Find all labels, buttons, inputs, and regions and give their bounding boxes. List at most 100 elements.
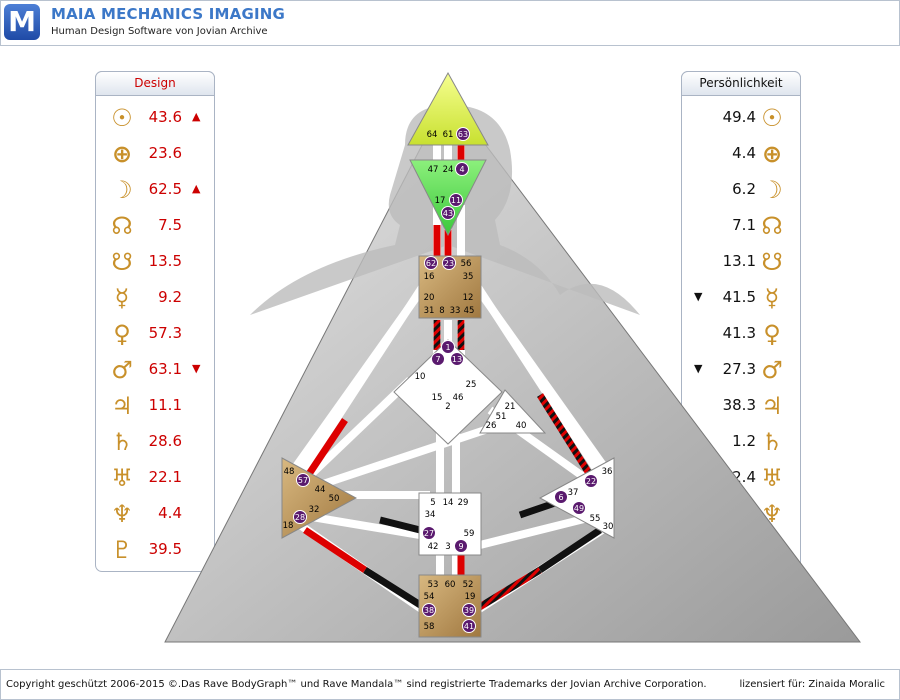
planet-row[interactable]: ⊕4.4 [682,136,800,172]
gate-64[interactable]: 64 [427,130,438,140]
gate-46[interactable]: 46 [453,393,464,403]
planet-row[interactable]: ☋13.5 [96,244,214,280]
active-gate-marker [449,193,463,207]
gate-41[interactable]: 41 [464,622,474,631]
gate-25[interactable]: 25 [466,380,477,390]
ajna-center[interactable] [409,159,487,237]
planet-row[interactable]: ☊7.1 [682,208,800,244]
gate-36[interactable]: 36 [602,467,613,477]
gate-40[interactable]: 40 [516,421,527,431]
gate-22[interactable]: 22 [586,477,596,486]
gate-51[interactable]: 51 [496,412,507,422]
gate-45[interactable]: 45 [464,306,475,316]
gate-26[interactable]: 26 [486,421,497,431]
planet-row[interactable]: ♀57.3 [96,316,214,352]
mercury-icon: ☿ [764,284,780,312]
gate-29[interactable]: 29 [458,498,469,508]
gate-38[interactable]: 38 [424,606,434,615]
gate-28[interactable]: 28 [295,513,305,522]
gate-10[interactable]: 10 [415,372,426,382]
planet-row[interactable]: ♂63.1▼ [96,352,214,388]
planet-row[interactable]: ☿41.5▼ [682,280,800,316]
planet-row[interactable]: ☉43.6▲ [96,100,214,136]
gate-7[interactable]: 7 [435,355,440,364]
gate-52[interactable]: 52 [463,580,474,590]
gate-3[interactable]: 3 [445,542,450,552]
gate-23[interactable]: 23 [444,259,454,268]
gate-19[interactable]: 19 [465,592,476,602]
planet-row[interactable]: ☊7.5 [96,208,214,244]
gate-37[interactable]: 37 [568,488,579,498]
gate-20[interactable]: 20 [424,293,435,303]
gate-34[interactable]: 34 [425,510,436,520]
sacral-center[interactable] [418,492,482,556]
gate-27[interactable]: 27 [424,529,434,538]
gate-18[interactable]: 18 [283,521,294,531]
planet-row[interactable]: ☋13.1 [682,244,800,280]
gate-57[interactable]: 57 [298,476,308,485]
gate-4[interactable]: 4 [459,165,464,174]
gate-32[interactable]: 32 [309,505,320,515]
gate-63[interactable]: 63 [458,130,468,139]
planet-row[interactable]: ♂27.3▼ [682,352,800,388]
gate-47[interactable]: 47 [428,165,439,175]
gate-30[interactable]: 30 [603,522,614,532]
saturn-icon: ♄ [111,428,133,456]
gate-21[interactable]: 21 [505,402,516,412]
gate-39[interactable]: 39 [464,606,474,615]
gate-35[interactable]: 35 [463,272,474,282]
gate-31[interactable]: 31 [424,306,435,316]
gate-17[interactable]: 17 [435,196,446,206]
gate-42[interactable]: 42 [428,542,439,552]
planet-row[interactable]: ☽6.2 [682,172,800,208]
planet-row[interactable]: ⊕23.6 [96,136,214,172]
gate-59[interactable]: 59 [464,529,475,539]
gate-44[interactable]: 44 [315,485,326,495]
gate-54[interactable]: 54 [424,592,435,602]
gate-1[interactable]: 1 [445,343,450,352]
gate-60[interactable]: 60 [445,580,456,590]
gate-11[interactable]: 11 [451,196,461,205]
ego-center[interactable] [479,389,547,434]
gate-2[interactable]: 2 [445,402,450,412]
gate-49[interactable]: 49 [574,504,584,513]
planet-row[interactable]: ♆4.4 [96,496,214,532]
app-footer: Copyright geschützt 2006-2015 ©.Das Rave… [0,669,900,700]
gate-15[interactable]: 15 [432,393,443,403]
gate-16[interactable]: 16 [424,272,435,282]
head-center[interactable] [407,71,489,146]
planet-row[interactable]: ♀41.3 [682,316,800,352]
planet-row[interactable]: ♃11.1 [96,388,214,424]
planet-row[interactable]: ♄28.6 [96,424,214,460]
gate-55[interactable]: 55 [590,514,601,524]
gate-5[interactable]: 5 [430,498,435,508]
gate-24[interactable]: 24 [443,165,454,175]
gate-8[interactable]: 8 [439,306,444,316]
gate-50[interactable]: 50 [329,494,340,504]
gate-33[interactable]: 33 [450,306,461,316]
planet-row[interactable]: ☽62.5▲ [96,172,214,208]
planet-row[interactable]: ♇39.5 [96,532,214,568]
gate-9[interactable]: 9 [458,542,463,551]
planet-row[interactable]: ♄1.2 [682,424,800,460]
gate-12[interactable]: 12 [463,293,474,303]
gate-6[interactable]: 6 [558,493,563,502]
active-gate-marker [456,127,470,141]
planet-row[interactable]: ☿9.2 [96,280,214,316]
gate-61[interactable]: 61 [443,130,454,140]
gate-62[interactable]: 62 [426,259,436,268]
gate-53[interactable]: 53 [428,580,439,590]
earth-icon: ⊕ [111,140,133,168]
gate-14[interactable]: 14 [443,498,454,508]
gate-58[interactable]: 58 [424,622,435,632]
planet-row[interactable]: ♅22.1 [96,460,214,496]
planet-row[interactable]: ☉49.4 [682,100,800,136]
gate-48[interactable]: 48 [284,467,295,477]
gate-43[interactable]: 43 [443,209,453,218]
planet-row[interactable]: ♃38.3 [682,388,800,424]
gate-56[interactable]: 56 [461,259,472,269]
gate-13[interactable]: 13 [452,355,462,364]
active-gate-marker [441,206,455,220]
g-center[interactable] [393,339,503,445]
